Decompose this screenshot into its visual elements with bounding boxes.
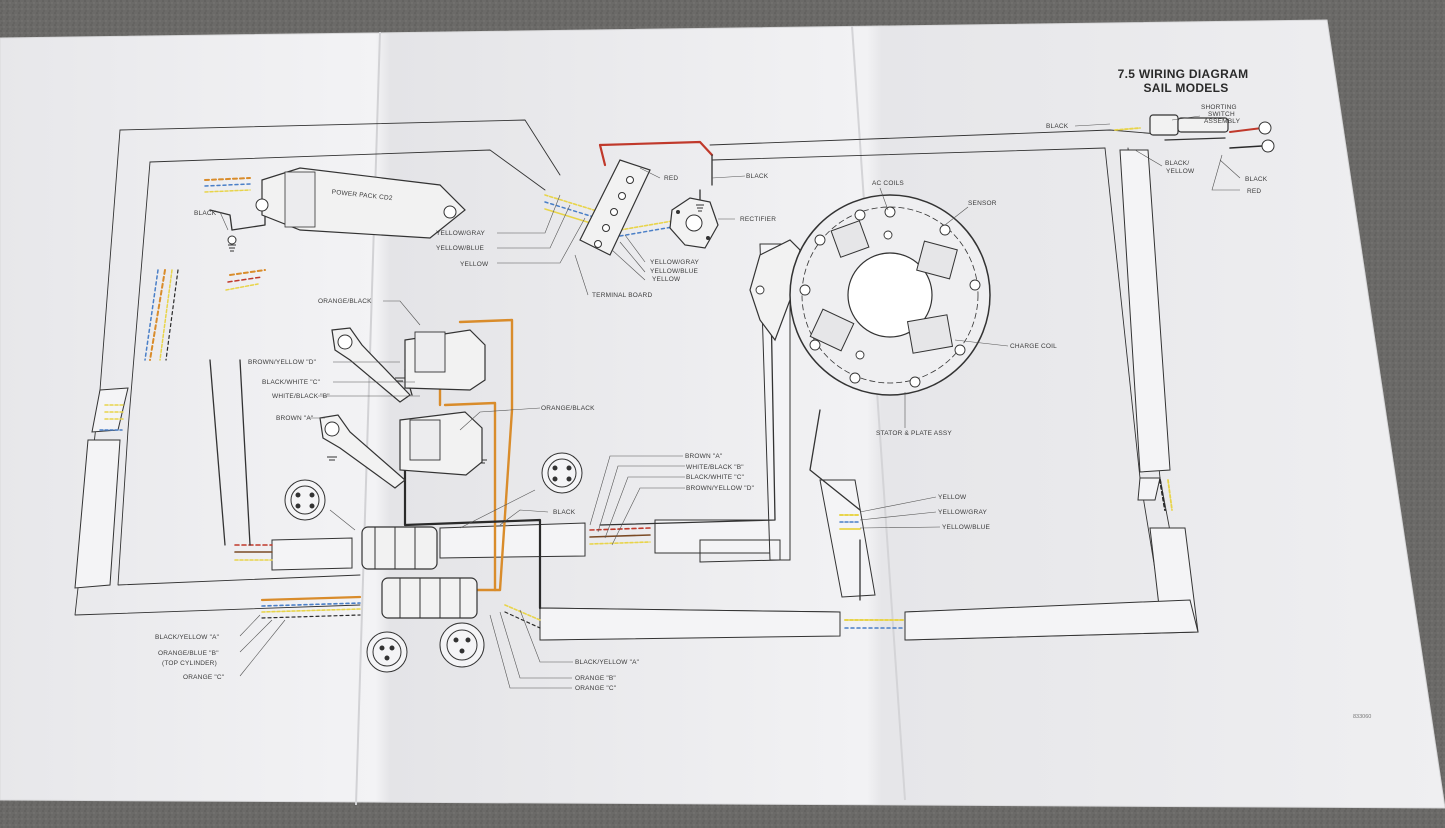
label-charge-coil: CHARGE COIL: [1010, 343, 1057, 350]
label-black-white-c-2: BLACK/WHITE "C": [686, 474, 745, 481]
label-yellow-gray-2: YELLOW/GRAY: [650, 259, 700, 266]
terminal-board: [579, 159, 651, 256]
label-yellow-stator: YELLOW: [938, 494, 967, 501]
power-pack: POWER PACK CD2: [255, 167, 466, 239]
shorting-switch: [1149, 114, 1275, 153]
label-brown-yellow-d: BROWN/YELLOW "D": [248, 359, 317, 366]
diagram-title-line1: 7.5 WIRING DIAGRAM: [1118, 67, 1249, 81]
label-black-switch: BLACK: [1046, 123, 1069, 130]
leader-lines: [219, 115, 1241, 689]
ignition-coil-bottom: [319, 411, 483, 489]
label-black-white-c: BLACK/WHITE "C": [262, 379, 321, 386]
ground-symbols: [227, 204, 704, 464]
label-orange-black-1: ORANGE/BLACK: [318, 298, 372, 305]
label-orange-black-2: ORANGE/BLACK: [541, 405, 595, 412]
label-stator: STATOR & PLATE ASSY: [876, 430, 952, 437]
label-sensor: SENSOR: [968, 200, 997, 207]
label-black-yellow-a-left: BLACK/YELLOW "A": [155, 634, 220, 641]
label-brown-a: BROWN "A": [276, 415, 314, 422]
stator-plate: [749, 194, 991, 396]
label-black-yellow-1: BLACK/: [1165, 160, 1189, 167]
connector-bottom: [381, 577, 478, 619]
diagram-labels: BLACK SHORTING SWITCH ASSEMBLY BLACK/ YE…: [155, 104, 1371, 720]
label-terminal-board: TERMINAL BOARD: [592, 292, 652, 299]
label-orange-blue-b: ORANGE/BLUE "B": [158, 650, 219, 657]
label-brown-a-2: BROWN "A": [685, 453, 723, 460]
label-yellow-blue-1: YELLOW/BLUE: [436, 245, 485, 252]
harness-sleeves: [74, 149, 1199, 641]
label-black-connector: BLACK: [553, 509, 576, 516]
label-brown-yellow-d-2: BROWN/YELLOW "D": [686, 485, 755, 492]
fold-line: [355, 31, 381, 806]
label-yellow-blue-2: YELLOW/BLUE: [650, 268, 699, 275]
label-black-yellow-2: YELLOW: [1166, 168, 1195, 175]
label-rectifier: RECTIFIER: [740, 216, 776, 223]
ignition-coil-top: [331, 327, 486, 403]
label-black-switch-lead: BLACK: [1245, 176, 1268, 183]
label-yellow-gray-stator: YELLOW/GRAY: [938, 509, 988, 516]
label-shorting-1: SHORTING: [1201, 104, 1237, 111]
label-red-switch-lead: RED: [1247, 188, 1261, 195]
label-orange-c-left: ORANGE "C": [183, 674, 225, 681]
label-black-yellow-a-right: BLACK/YELLOW "A": [575, 659, 640, 666]
label-red-rectifier: RED: [664, 175, 678, 182]
label-ac-coils: AC COILS: [872, 180, 904, 187]
label-white-black-b: WHITE/BLACK "B": [272, 393, 330, 400]
label-shorting-3: ASSEMBLY: [1204, 118, 1241, 125]
label-yellow-1: YELLOW: [460, 261, 489, 268]
label-yellow-2: YELLOW: [652, 276, 681, 283]
figure-code: 833060: [1353, 714, 1371, 720]
label-top-cylinder: (TOP CYLINDER): [162, 660, 217, 667]
label-yellow-gray-1: YELLOW/GRAY: [436, 230, 486, 237]
rectifier: [669, 197, 719, 249]
fold-line: [851, 25, 906, 801]
label-black-rectifier: BLACK: [746, 173, 769, 180]
label-yellow-blue-stator: YELLOW/BLUE: [942, 524, 991, 531]
label-white-black-b-2: WHITE/BLACK "B": [686, 464, 744, 471]
label-shorting-2: SWITCH: [1208, 111, 1235, 118]
label-orange-c-right: ORANGE "C": [575, 685, 617, 692]
diagram-title-line2: SAIL MODELS: [1143, 81, 1228, 95]
connector-top: [361, 526, 438, 570]
label-black-power-pack: BLACK: [194, 210, 217, 217]
connector-face-icons: [284, 452, 583, 673]
paper-sheet: [0, 19, 1445, 809]
label-orange-b: ORANGE "B": [575, 675, 616, 682]
